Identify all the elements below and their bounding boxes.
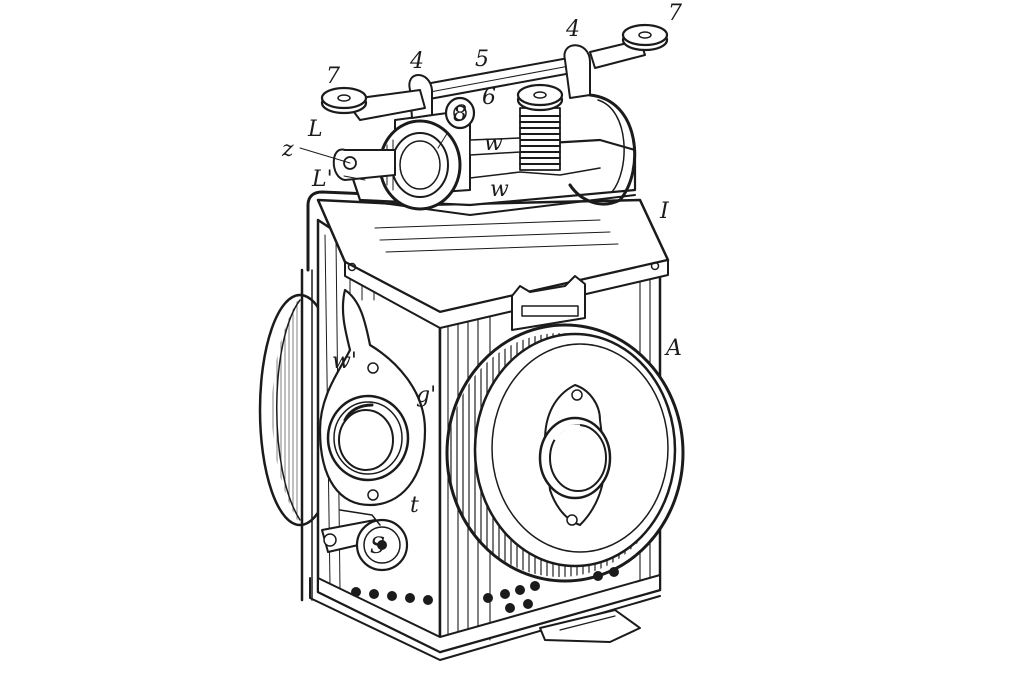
label-t: t [410, 493, 419, 518]
top-mechanism [320, 23, 669, 216]
vent-holes-right [483, 567, 619, 613]
vent-holes-left [351, 587, 433, 605]
coil-spring [516, 83, 564, 171]
side-aperture-plate [318, 288, 427, 507]
label-4-right: 4 [565, 17, 580, 42]
label-A: A [664, 336, 682, 361]
label-7-right: 7 [668, 1, 682, 26]
leader-lines [299, 131, 449, 181]
label-w-lower: w [490, 177, 509, 202]
front-latch [511, 275, 586, 331]
label-z: z [281, 137, 294, 162]
label-5: 5 [475, 47, 489, 72]
front-reel [445, 323, 685, 583]
label-S: S [370, 534, 385, 559]
label-I: I [659, 199, 670, 224]
label-4-left: 4 [409, 49, 424, 74]
label-L-prime: L' [311, 167, 333, 192]
label-L: L [307, 117, 323, 142]
label-6: 6 [482, 85, 496, 110]
label-7-left: 7 [326, 64, 340, 89]
foot-lever [539, 609, 641, 643]
label-w-upper: w [484, 131, 503, 156]
label-g-prime: g' [416, 383, 436, 408]
label-8: 8 [453, 102, 467, 127]
part-labels: 7 7 4 4 5 6 8 L z L' w w I A w' g' t S [281, 1, 682, 559]
label-w-prime: w' [332, 349, 357, 374]
crank-assembly [321, 509, 409, 572]
top-hood [300, 190, 670, 602]
